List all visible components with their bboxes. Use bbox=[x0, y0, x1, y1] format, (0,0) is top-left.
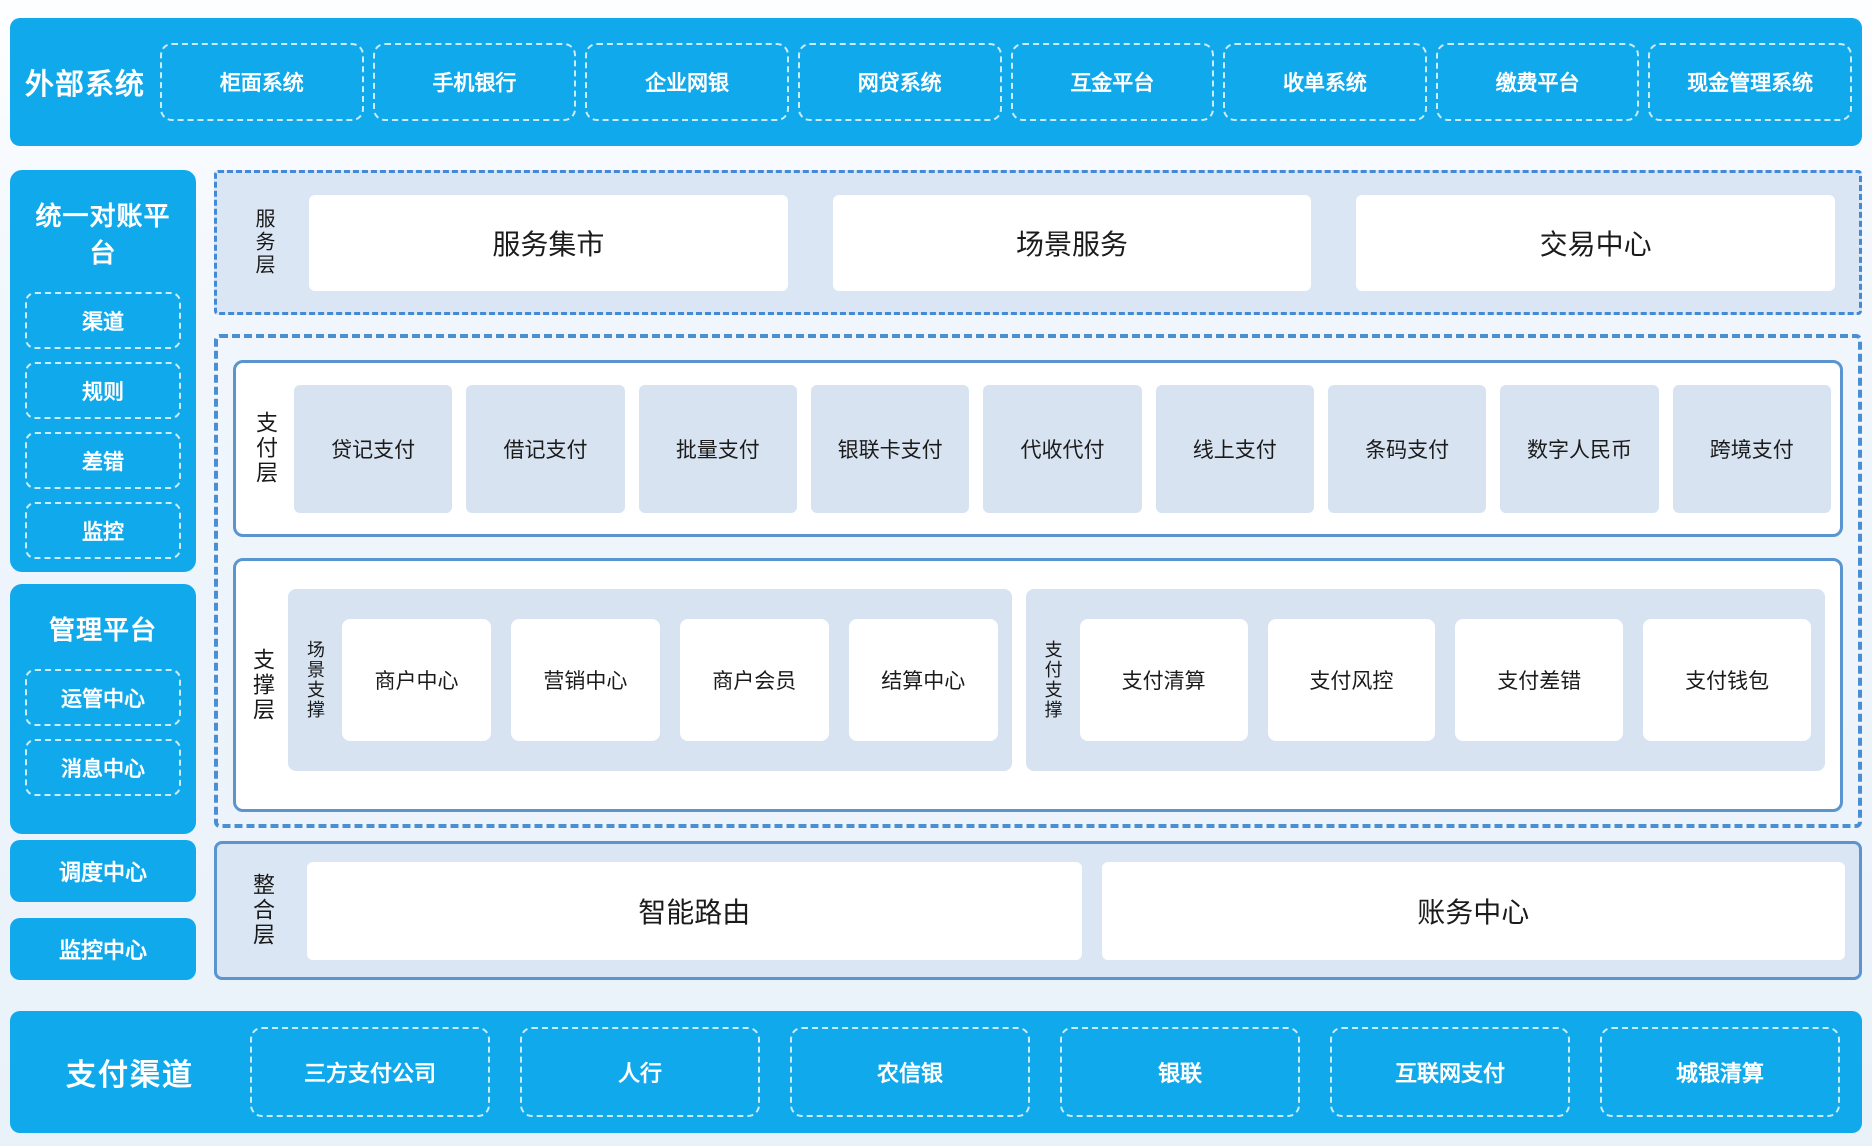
scene-support-label: 场景支撑 bbox=[305, 640, 325, 720]
payment-box: 数字人民币 bbox=[1500, 384, 1659, 513]
integration-layer-label: 整合层 bbox=[250, 873, 275, 948]
payment-support-group: 支付支撑 支付清算 支付风控 支付差错 支付钱包 bbox=[1025, 589, 1825, 771]
main-content: 服务层 服务集市 场景服务 交易中心 支付层 贷记支付 借记支付 bbox=[214, 170, 1862, 980]
service-layer-label: 服务层 bbox=[252, 208, 274, 277]
external-system-item: 手机银行 bbox=[372, 43, 577, 121]
integration-layer-container: 整合层 智能路由 账务中心 bbox=[214, 841, 1862, 980]
reconciliation-item: 差错 bbox=[25, 432, 181, 489]
payment-box: 批量支付 bbox=[638, 384, 797, 513]
payment-channel-item: 人行 bbox=[520, 1027, 760, 1117]
payment-layer-panel: 支付层 贷记支付 借记支付 批量支付 银联卡支付 代收代付 线上支付 条码支付 … bbox=[233, 360, 1843, 537]
external-system-item: 互金平台 bbox=[1010, 43, 1215, 121]
payment-box: 借记支付 bbox=[466, 384, 625, 513]
service-box: 场景服务 bbox=[832, 194, 1312, 291]
external-systems-list: 柜面系统 手机银行 企业网银 网贷系统 互金平台 收单系统 缴费平台 现金管理系… bbox=[160, 43, 1852, 121]
reconciliation-platform-block: 统一对账平台 渠道 规则 差错 监控 bbox=[10, 170, 196, 572]
external-system-item: 企业网银 bbox=[585, 43, 789, 121]
payment-channel-item: 互联网支付 bbox=[1330, 1027, 1570, 1117]
payment-channel-item: 银联 bbox=[1060, 1027, 1300, 1117]
reconciliation-item: 规则 bbox=[25, 362, 181, 419]
service-layer-boxes: 服务集市 场景服务 交易中心 bbox=[309, 194, 1836, 291]
support-layer-groups: 场景支撑 商户中心 营销中心 商户会员 结算中心 支付支撑 支付清算 bbox=[288, 561, 1825, 809]
payment-box: 跨境支付 bbox=[1672, 384, 1831, 513]
management-platform-block: 管理平台 运管中心 消息中心 bbox=[10, 584, 196, 834]
management-platform-title: 管理平台 bbox=[48, 615, 157, 645]
payment-channels-list: 三方支付公司 人行 农信银 银联 互联网支付 城银清算 bbox=[250, 1027, 1840, 1117]
scene-support-box: 商户会员 bbox=[679, 619, 829, 741]
payment-channels-bar: 支付渠道 三方支付公司 人行 农信银 银联 互联网支付 城银清算 bbox=[10, 1011, 1862, 1133]
payment-box: 代收代付 bbox=[983, 384, 1142, 513]
external-system-item: 网贷系统 bbox=[797, 43, 1002, 121]
service-box: 交易中心 bbox=[1356, 194, 1836, 291]
reconciliation-platform-title: 统一对账平台 bbox=[35, 201, 171, 268]
payment-support-box: 支付差错 bbox=[1455, 619, 1624, 741]
external-systems-bar: 外部系统 柜面系统 手机银行 企业网银 网贷系统 互金平台 收单系统 缴费平台 … bbox=[10, 18, 1862, 146]
scene-support-box: 营销中心 bbox=[510, 619, 660, 741]
support-layer-label: 支撑层 bbox=[250, 647, 275, 723]
payment-support-label: 支付支撑 bbox=[1042, 640, 1063, 720]
external-system-item: 收单系统 bbox=[1223, 43, 1427, 121]
support-layer-panel: 支撑层 场景支撑 商户中心 营销中心 商户会员 结算中心 bbox=[233, 558, 1843, 812]
reconciliation-item: 监控 bbox=[25, 502, 181, 559]
monitor-center-block: 监控中心 bbox=[10, 918, 196, 980]
external-system-item: 缴费平台 bbox=[1435, 43, 1640, 121]
core-layers-dashed-container: 支付层 贷记支付 借记支付 批量支付 银联卡支付 代收代付 线上支付 条码支付 … bbox=[214, 334, 1862, 828]
payment-box: 线上支付 bbox=[1155, 384, 1314, 513]
integration-box: 账务中心 bbox=[1101, 861, 1845, 960]
payment-channel-item: 三方支付公司 bbox=[250, 1027, 490, 1117]
payment-box: 贷记支付 bbox=[294, 384, 453, 513]
payment-channel-item: 农信银 bbox=[790, 1027, 1030, 1117]
payment-channel-item: 城银清算 bbox=[1600, 1027, 1840, 1117]
payment-layer-boxes: 贷记支付 借记支付 批量支付 银联卡支付 代收代付 线上支付 条码支付 数字人民… bbox=[294, 384, 1831, 513]
integration-layer-boxes: 智能路由 账务中心 bbox=[307, 861, 1845, 960]
dispatch-center-block: 调度中心 bbox=[10, 840, 196, 902]
service-layer-container: 服务层 服务集市 场景服务 交易中心 bbox=[214, 170, 1862, 315]
reconciliation-item: 渠道 bbox=[25, 292, 181, 349]
external-systems-title: 外部系统 bbox=[24, 69, 145, 101]
service-box: 服务集市 bbox=[309, 194, 788, 291]
scene-support-box: 商户中心 bbox=[342, 619, 491, 741]
payment-support-box: 支付风控 bbox=[1267, 619, 1436, 741]
left-sidebar: 统一对账平台 渠道 规则 差错 监控 管理平台 运管中心 消息中心 调度中心 监… bbox=[10, 170, 196, 980]
scene-support-group: 场景支撑 商户中心 营销中心 商户会员 结算中心 bbox=[288, 589, 1012, 771]
management-item: 运管中心 bbox=[25, 669, 181, 726]
integration-box: 智能路由 bbox=[307, 861, 1082, 960]
payment-support-box: 支付清算 bbox=[1079, 619, 1248, 741]
payment-support-box: 支付钱包 bbox=[1643, 619, 1812, 741]
external-system-item: 柜面系统 bbox=[160, 43, 364, 121]
payment-box: 条码支付 bbox=[1327, 384, 1487, 513]
scene-support-box: 结算中心 bbox=[848, 619, 998, 741]
management-item: 消息中心 bbox=[25, 739, 181, 796]
payment-channels-title: 支付渠道 bbox=[66, 1059, 194, 1092]
payment-box: 银联卡支付 bbox=[810, 384, 970, 513]
payment-layer-label: 支付层 bbox=[253, 411, 278, 486]
external-system-item: 现金管理系统 bbox=[1648, 43, 1852, 121]
